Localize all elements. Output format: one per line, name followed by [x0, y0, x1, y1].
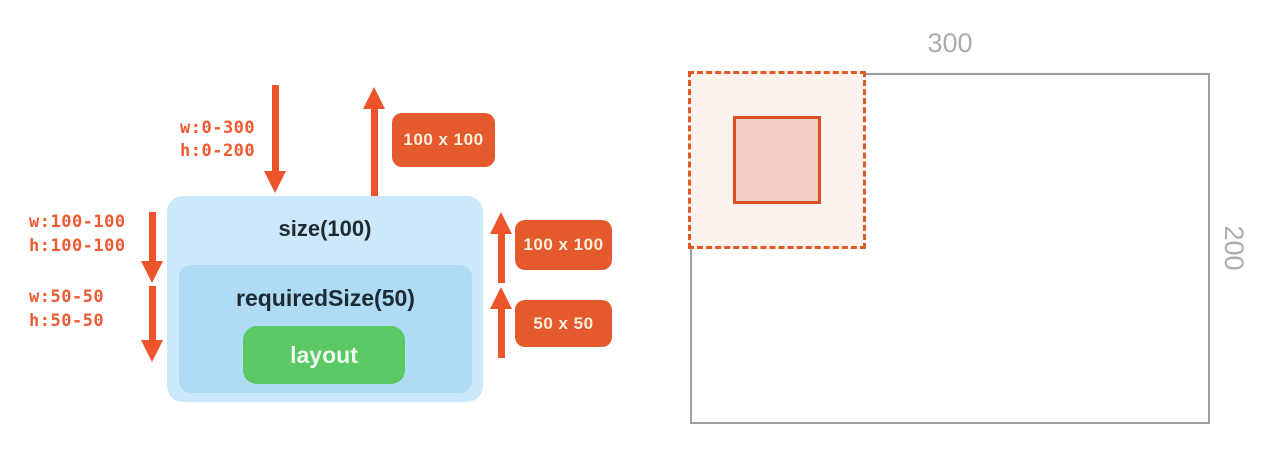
required-size-constraints-width: w:50-50	[29, 287, 105, 307]
top-result-size-value: 100 x 100	[403, 130, 484, 149]
arrow-head	[141, 261, 163, 283]
up-arrow-icon	[363, 87, 385, 197]
size-modifier-label: size(100)	[278, 216, 372, 241]
container-width-label: 300	[927, 28, 973, 58]
size-constraints-height: h:100-100	[29, 236, 126, 256]
size-result-badge: 100 x 100	[515, 220, 612, 270]
layout-node-box: layout	[243, 326, 405, 384]
required-size-result-badge: 50 x 50	[515, 300, 612, 347]
parent-constraints-height: h:0-200	[180, 141, 256, 161]
size-result-value: 100 x 100	[523, 235, 604, 254]
size-constraints-label: w:100-100 h:100-100	[29, 210, 126, 258]
arrow-shaft	[271, 85, 279, 171]
up-arrow-icon	[490, 212, 512, 283]
down-arrow-icon	[141, 286, 163, 362]
parent-constraints-label: w:0-300 h:0-200	[180, 117, 255, 163]
arrow-head	[264, 171, 286, 193]
arrow-shaft	[148, 212, 156, 261]
required-size-modifier-label: requiredSize(50)	[236, 285, 415, 311]
required-size-constraints-label: w:50-50 h:50-50	[29, 285, 104, 333]
required-size-result-value: 50 x 50	[533, 313, 594, 333]
arrow-head	[490, 287, 512, 309]
parent-constraints-width: w:0-300	[180, 118, 256, 138]
up-arrow-icon	[490, 287, 512, 358]
arrow-shaft	[497, 309, 505, 358]
placed-layout-square	[733, 116, 821, 204]
arrow-shaft	[497, 234, 505, 283]
arrow-head	[141, 340, 163, 362]
down-arrow-icon	[141, 212, 163, 283]
layout-node-label: layout	[290, 341, 358, 368]
down-arrow-icon	[264, 85, 286, 193]
container-height-label: 200	[1219, 225, 1249, 271]
size-constraints-width: w:100-100	[29, 212, 126, 232]
required-size-constraints-height: h:50-50	[29, 311, 105, 331]
top-result-size-badge: 100 x 100	[392, 113, 495, 167]
arrow-shaft	[148, 286, 156, 340]
arrow-head	[490, 212, 512, 234]
arrow-head	[363, 87, 385, 109]
arrow-shaft	[370, 109, 378, 197]
